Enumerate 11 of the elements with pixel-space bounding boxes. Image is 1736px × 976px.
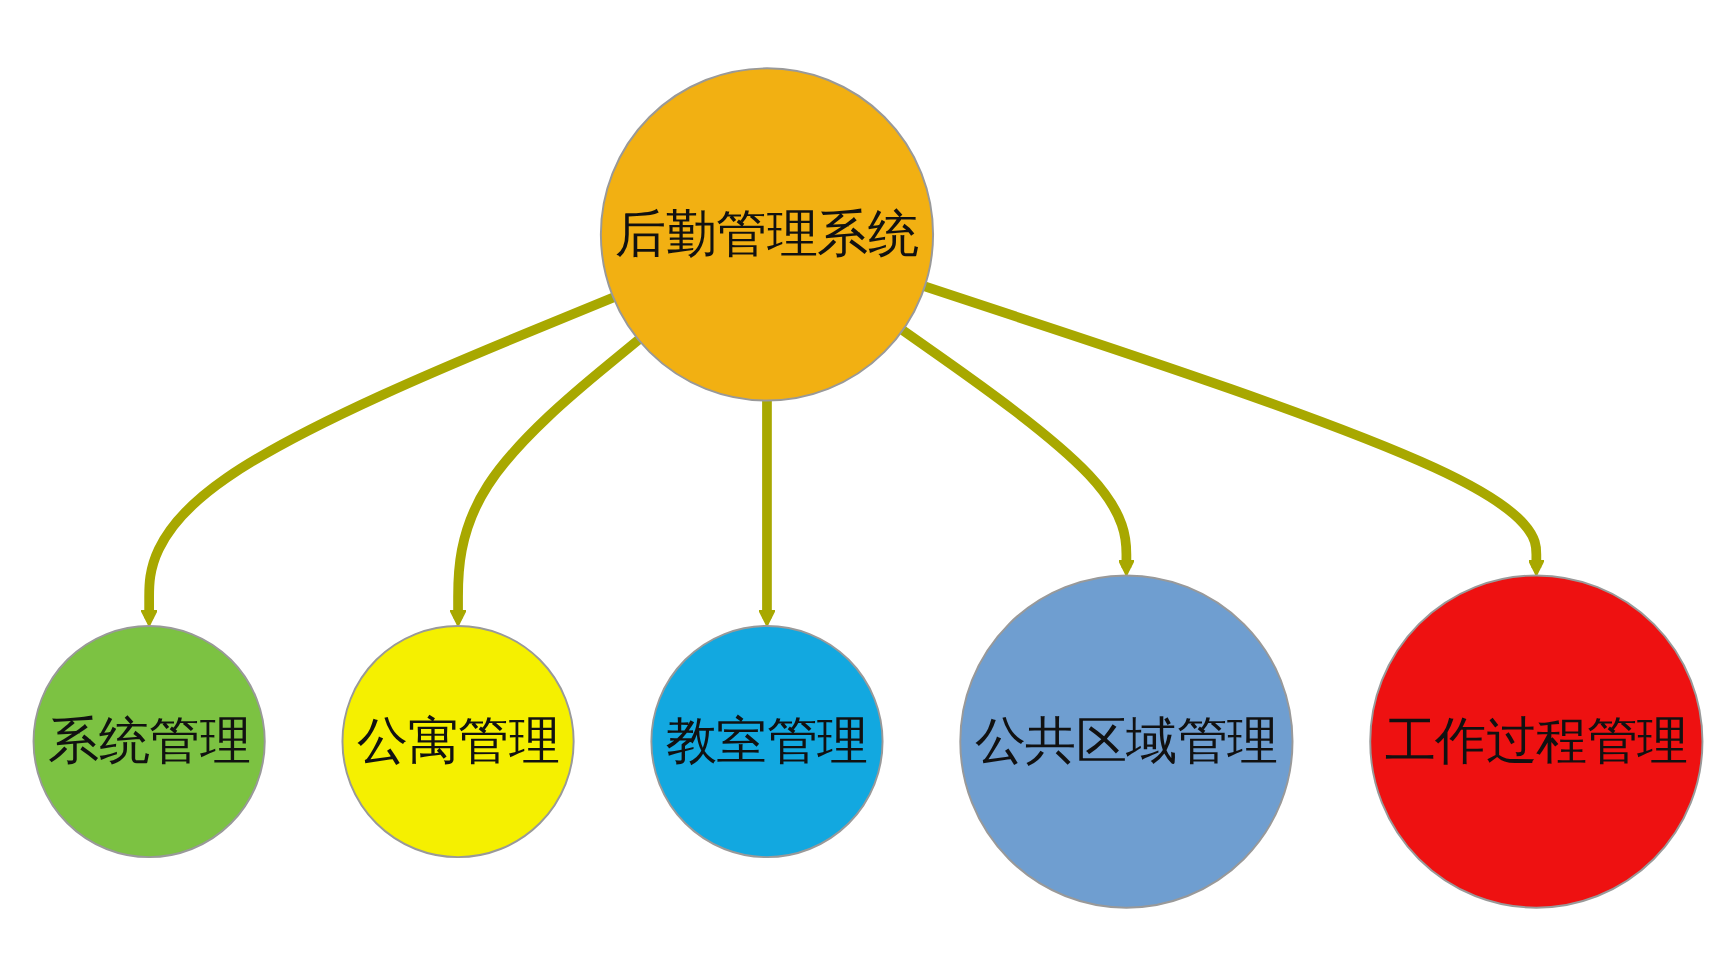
node-circle: 公共区域管理 xyxy=(959,574,1294,909)
node-circle: 教室管理 xyxy=(650,624,884,859)
arrow xyxy=(140,293,616,627)
arrow xyxy=(899,326,1135,577)
arrow xyxy=(923,281,1545,577)
node-circle: 工作过程管理 xyxy=(1369,574,1704,909)
node-circle: 系统管理 xyxy=(32,624,266,859)
arrow xyxy=(758,400,776,627)
arrow xyxy=(449,336,642,627)
node-circle: 后勤管理系统 xyxy=(599,67,935,402)
node-circle: 公寓管理 xyxy=(341,624,575,859)
